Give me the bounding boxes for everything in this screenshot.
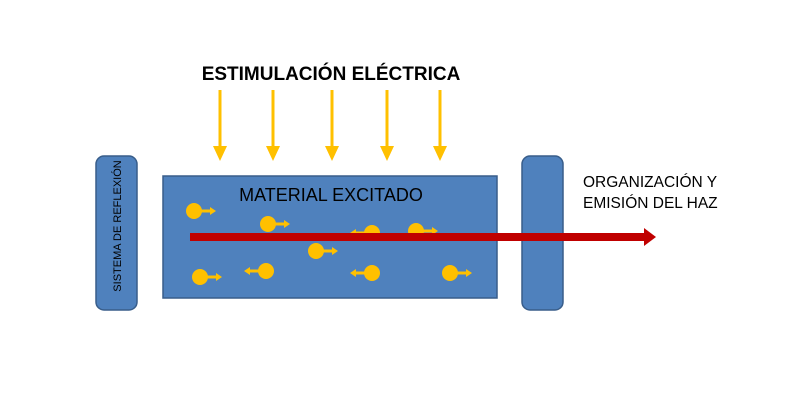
particle-left: [244, 263, 274, 279]
down-arrow-icon: [325, 90, 339, 161]
mirror-label: SISTEMA DE REFLEXIÓN: [111, 160, 124, 291]
particle-right: [186, 203, 216, 219]
output-label-line2: EMISIÓN DEL HAZ: [583, 195, 718, 212]
down-arrow-icon: [433, 90, 447, 161]
stimulation-arrows: [213, 90, 447, 161]
particle-right: [260, 216, 290, 232]
particle-right: [442, 265, 472, 281]
title: ESTIMULACIÓN ELÉCTRICA: [202, 63, 461, 85]
particle-right: [308, 243, 338, 259]
down-arrow-icon: [266, 90, 280, 161]
beam-shaft: [190, 233, 645, 241]
down-arrow-icon: [380, 90, 394, 161]
down-arrow-icon: [213, 90, 227, 161]
material-label: MATERIAL EXCITADO: [239, 185, 423, 205]
particle-left: [350, 265, 380, 281]
beam-arrowhead: [644, 228, 656, 246]
beam-arrow: [190, 228, 656, 246]
output-label-line1: ORGANIZACIÓN Y: [583, 174, 717, 191]
particle-right: [192, 269, 222, 285]
left-mirror: [95, 155, 138, 311]
particles: [186, 203, 472, 285]
